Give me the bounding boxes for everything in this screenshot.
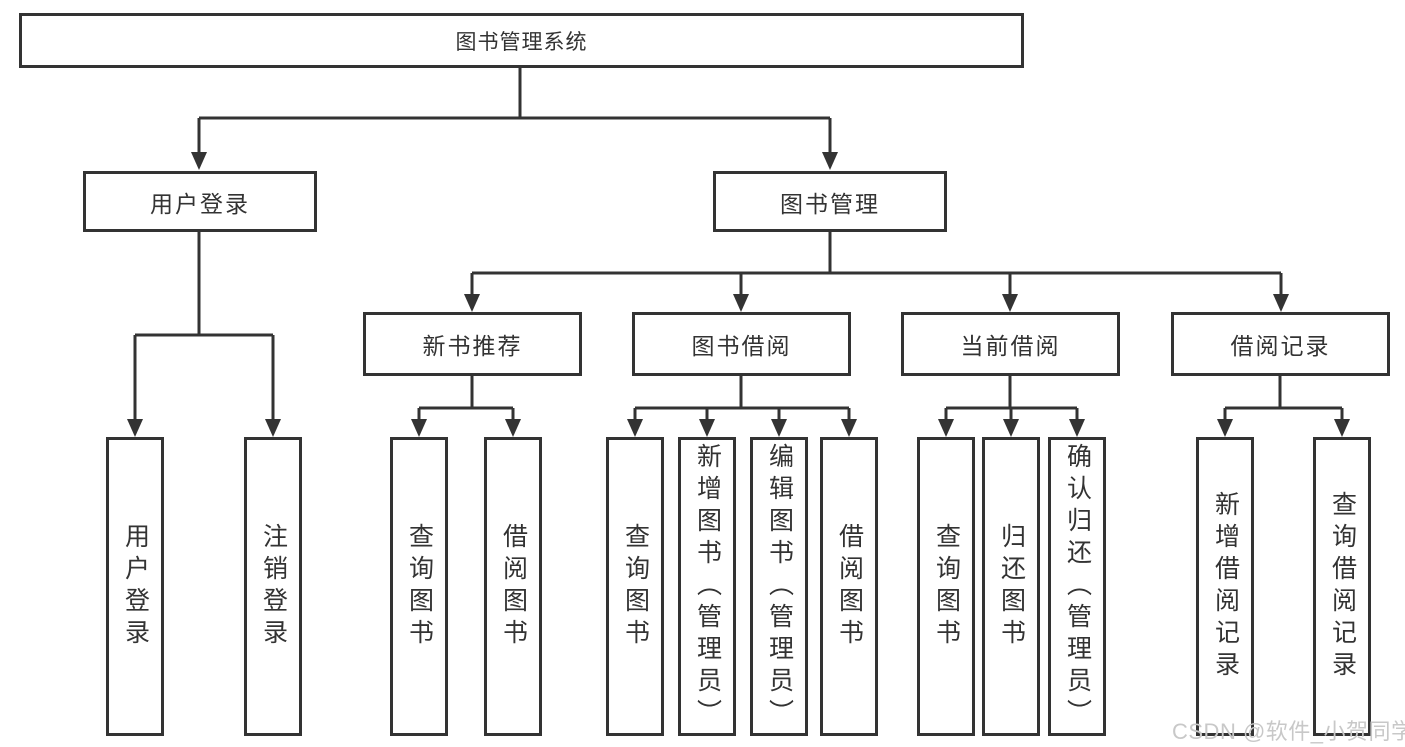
arrow-down-icon xyxy=(411,419,427,437)
node-book-borrowing: 图书借阅 xyxy=(632,312,851,376)
leaf-current-return-books: 归还图书 xyxy=(982,437,1040,736)
csdn-watermark: CSDN @软件_小贺同学 xyxy=(1172,719,1405,744)
arrow-down-icon xyxy=(127,419,143,437)
node-label: 借阅图书 xyxy=(499,522,528,651)
node-label: 确认归还（管理员） xyxy=(1063,442,1092,731)
leaf-records-query-record: 查询借阅记录 xyxy=(1313,437,1371,736)
node-label: 查询图书 xyxy=(621,522,650,651)
leaf-records-add-record: 新增借阅记录 xyxy=(1196,437,1254,736)
arrow-down-icon xyxy=(699,419,715,437)
arrow-down-icon xyxy=(771,419,787,437)
node-label: 查询图书 xyxy=(932,522,961,651)
arrow-down-icon xyxy=(1002,294,1018,312)
connector-records-to-leaves xyxy=(1223,376,1344,419)
connector-current-to-leaves xyxy=(944,376,1079,419)
arrow-down-icon xyxy=(505,419,521,437)
arrow-down-icon xyxy=(627,419,643,437)
leaf-current-query-books: 查询图书 xyxy=(917,437,975,736)
node-label: 图书管理系统 xyxy=(455,30,588,54)
node-label: 归还图书 xyxy=(997,522,1026,651)
node-label: 注销登录 xyxy=(259,522,288,651)
node-user-login-group: 用户登录 xyxy=(83,171,317,232)
connector-userlogin-to-leaves xyxy=(133,232,275,419)
node-label: 图书管理 xyxy=(780,190,880,217)
node-library-management-system: 图书管理系统 xyxy=(19,13,1024,68)
node-label: 当前借阅 xyxy=(960,333,1061,359)
arrow-down-icon xyxy=(1217,419,1233,437)
leaf-recommend-borrow-books: 借阅图书 xyxy=(484,437,542,736)
connector-root-to-level2 xyxy=(197,68,832,152)
arrow-down-icon xyxy=(464,294,480,312)
leaf-logout: 注销登录 xyxy=(244,437,302,736)
node-current-borrowing: 当前借阅 xyxy=(901,312,1120,376)
node-label: 用户登录 xyxy=(150,190,250,217)
node-label: 借阅图书 xyxy=(835,522,864,651)
node-label: 编辑图书（管理员） xyxy=(765,442,794,731)
arrow-down-icon xyxy=(938,419,954,437)
leaf-borrowing-borrow-books: 借阅图书 xyxy=(820,437,878,736)
leaf-user-login: 用户登录 xyxy=(106,437,164,736)
node-label: 图书借阅 xyxy=(691,333,792,359)
connector-newbook-to-leaves xyxy=(417,376,515,419)
node-book-management: 图书管理 xyxy=(713,171,947,232)
leaf-borrowing-edit-books-admin: 编辑图书（管理员） xyxy=(750,437,808,736)
node-label: 新增图书（管理员） xyxy=(693,442,722,731)
node-label: 借阅记录 xyxy=(1230,333,1331,359)
arrow-down-icon xyxy=(191,152,207,170)
node-label: 新书推荐 xyxy=(422,333,523,359)
arrow-down-icon xyxy=(1334,419,1350,437)
node-label: 用户登录 xyxy=(121,522,150,651)
node-borrowing-records: 借阅记录 xyxy=(1171,312,1390,376)
node-label: 查询图书 xyxy=(405,522,434,651)
leaf-borrowing-add-books-admin: 新增图书（管理员） xyxy=(678,437,736,736)
node-label: 查询借阅记录 xyxy=(1328,490,1357,683)
node-new-book-recommend: 新书推荐 xyxy=(363,312,582,376)
leaf-recommend-query-books: 查询图书 xyxy=(390,437,448,736)
arrow-down-icon xyxy=(733,294,749,312)
arrow-down-icon xyxy=(1003,419,1019,437)
connector-borrowing-to-leaves xyxy=(633,376,851,419)
arrow-down-icon xyxy=(265,419,281,437)
node-label: 新增借阅记录 xyxy=(1211,490,1240,683)
connector-bookmgmt-to-level3 xyxy=(470,232,1283,294)
leaf-current-confirm-return-admin: 确认归还（管理员） xyxy=(1048,437,1106,736)
arrow-down-icon xyxy=(841,419,857,437)
arrow-down-icon xyxy=(822,152,838,170)
leaf-borrowing-query-books: 查询图书 xyxy=(606,437,664,736)
arrow-down-icon xyxy=(1069,419,1085,437)
arrow-down-icon xyxy=(1273,294,1289,312)
